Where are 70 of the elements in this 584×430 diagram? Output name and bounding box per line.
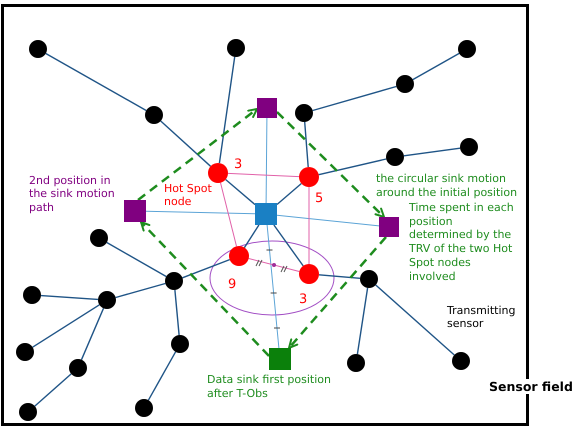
sensor-node <box>98 291 116 309</box>
connection-line <box>266 118 268 204</box>
connection-line <box>276 214 380 226</box>
connection-line <box>356 288 368 354</box>
connection-line <box>32 304 100 348</box>
connection-line <box>318 158 386 176</box>
connection-line <box>34 373 72 407</box>
annotation: 2nd position in the sink motion path <box>29 174 116 214</box>
connection-line <box>276 182 302 206</box>
sensor-node <box>165 272 183 290</box>
central-node <box>255 203 277 225</box>
connection-line <box>273 224 304 266</box>
sensor-node <box>360 270 378 288</box>
sensor-node <box>29 40 47 58</box>
annotation: Data sink first position after T-Obs <box>207 373 332 401</box>
sensor-node <box>386 148 404 166</box>
sensor-node <box>460 138 478 156</box>
sink-position-marker <box>257 98 277 118</box>
connection-line <box>312 86 396 112</box>
connection-line <box>116 282 166 298</box>
sensor-node <box>171 335 189 353</box>
connection-line <box>318 274 360 279</box>
sensor-node <box>295 104 313 122</box>
sensor-node <box>23 286 41 304</box>
annotation: Transmitting sensor <box>447 304 516 331</box>
connection-line <box>412 52 460 80</box>
connection-line <box>228 172 300 178</box>
sensor-node <box>135 399 153 417</box>
dashed-arrow <box>137 108 258 201</box>
value-label: 9 <box>228 278 236 292</box>
sensor-node <box>227 39 245 57</box>
connection-line <box>146 210 256 214</box>
connection-line <box>80 308 104 360</box>
connection-line <box>375 284 455 356</box>
value-label: 3 <box>299 293 308 306</box>
value-label: 5 <box>315 192 324 206</box>
sensor-node <box>16 343 34 361</box>
connection-line <box>266 224 280 348</box>
annotation: Hot Spot node <box>164 183 213 208</box>
connection-line <box>218 56 236 164</box>
connection-line <box>404 148 460 156</box>
connection-line <box>148 351 176 401</box>
connection-line <box>182 258 230 278</box>
connection-line <box>244 224 260 248</box>
sensor-node <box>347 354 365 372</box>
connection-line <box>225 178 256 206</box>
dashed-arrow <box>288 236 387 349</box>
annotation: Time spent in each position determined by the TRV of the two Hot Spot nodes involved <box>409 201 515 284</box>
sensor-node <box>145 106 163 124</box>
value-label: 3 <box>234 158 242 172</box>
sensor-node <box>69 359 87 377</box>
sensor-node <box>19 403 37 421</box>
sensor-node <box>458 40 476 58</box>
connection-line <box>220 182 237 247</box>
connection-line <box>248 258 300 272</box>
annotation: the circular sink motion around the initial position <box>376 172 518 200</box>
connection-line <box>308 186 310 264</box>
field-title: Sensor field <box>489 379 573 394</box>
sink-position-marker <box>379 217 399 237</box>
dashed-arrow <box>276 111 385 218</box>
connection-line <box>304 122 309 168</box>
sensor-node <box>452 352 470 370</box>
connection-line <box>160 120 212 167</box>
sensor-node <box>90 229 108 247</box>
sensor-node <box>396 75 414 93</box>
connection-line <box>174 290 180 336</box>
connection-line <box>45 52 147 112</box>
dashed-arrow <box>140 221 270 357</box>
connection-line <box>40 294 98 300</box>
connection-line <box>106 242 167 278</box>
